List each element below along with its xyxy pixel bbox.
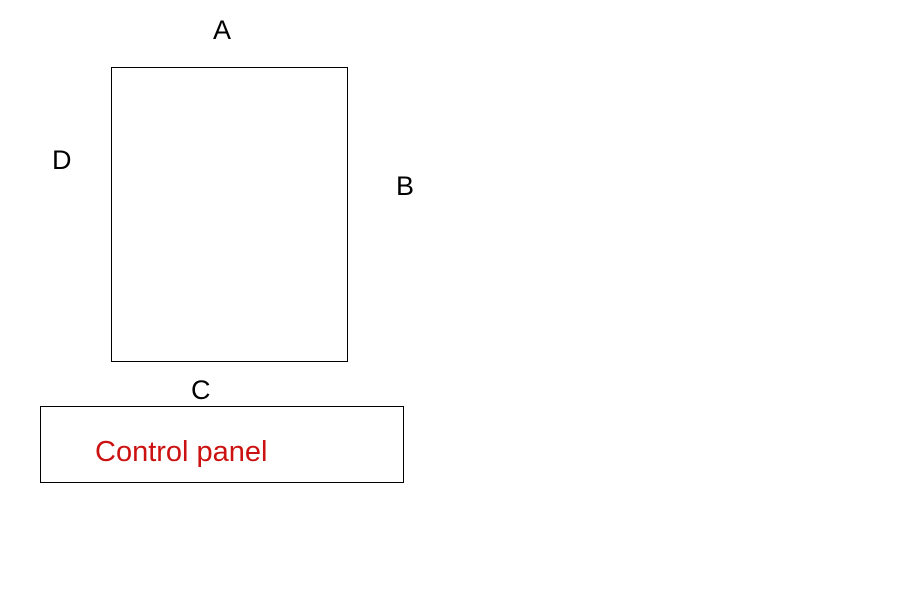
main-rectangle xyxy=(111,67,348,362)
label-left-d: D xyxy=(52,145,72,175)
control-panel-label: Control panel xyxy=(95,436,268,468)
control-panel-box xyxy=(40,406,404,483)
label-top-a: A xyxy=(213,15,232,45)
label-bottom-c: C xyxy=(191,375,211,405)
label-right-b: B xyxy=(396,171,415,201)
